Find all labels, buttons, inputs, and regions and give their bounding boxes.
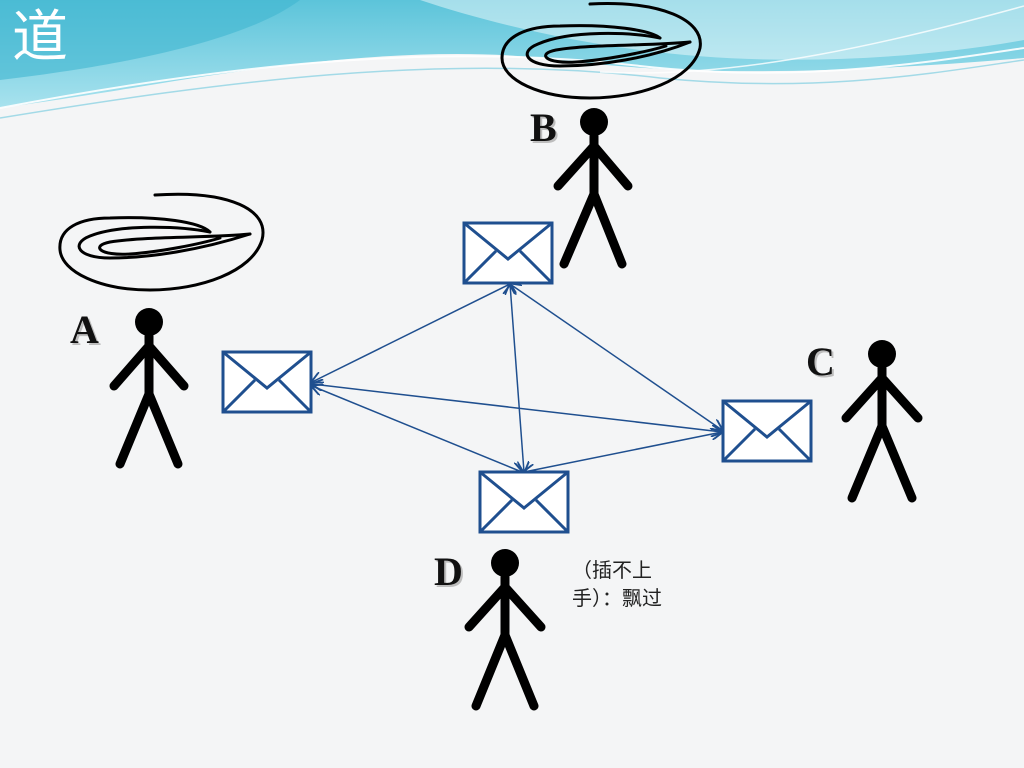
arrow-a-b <box>312 284 510 382</box>
person-icon-c <box>841 340 923 503</box>
arrow-b-c <box>510 284 722 430</box>
arrow-b-d <box>510 284 524 472</box>
header-banner <box>0 0 1024 119</box>
person-icon-a <box>109 308 189 469</box>
arrow-a-d <box>312 386 522 472</box>
arrow-a-c <box>312 384 722 432</box>
envelope-icon-d <box>478 470 570 534</box>
note-text: （插不上 手）：飘过 <box>572 556 722 612</box>
person-label-d: D <box>434 549 463 594</box>
person-label-b: B <box>530 105 557 150</box>
scribble-b <box>500 1 702 100</box>
arrows <box>312 284 722 472</box>
person-icon-d <box>464 549 546 711</box>
envelope-icon-a <box>221 350 313 414</box>
arrow-d-c <box>524 432 722 472</box>
slide-title: 道 <box>12 5 68 70</box>
person-label-a: A <box>70 307 99 352</box>
person-label-c: C <box>806 339 835 384</box>
scribble-a <box>58 192 265 292</box>
note-line-1: （插不上 <box>572 558 652 582</box>
envelope-icon-b <box>462 221 554 285</box>
note-line-2: 手）：飘过 <box>572 586 662 610</box>
envelope-icon-c <box>721 399 813 463</box>
person-icon-b <box>553 108 633 269</box>
